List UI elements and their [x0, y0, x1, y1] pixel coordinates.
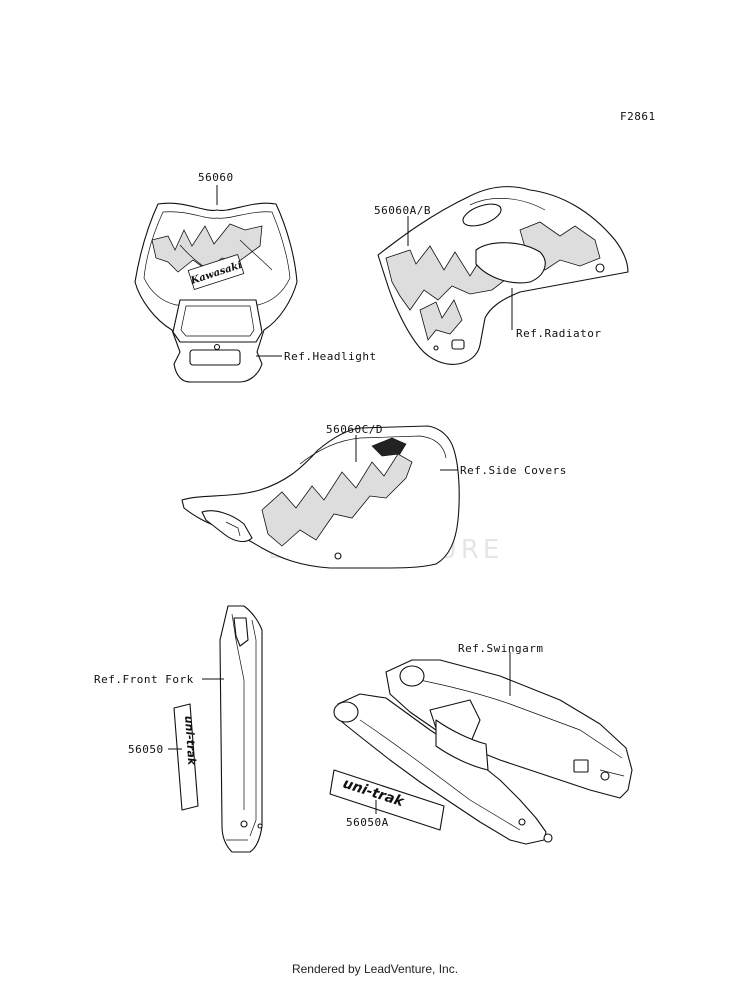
headlight-cowl: Kawasaki [134, 202, 298, 383]
callout-fork-ref: Ref.Front Fork [94, 673, 194, 686]
side-cover [181, 425, 460, 569]
callout-radiator-ref: Ref.Radiator [516, 327, 601, 340]
fork-sticker-text: uni-trak [182, 715, 198, 766]
callout-fork-decal: 56050 [128, 743, 164, 756]
footer-credit: Rendered by LeadVenture, Inc. [291, 962, 459, 976]
callout-radiator-decal: 56060A/B [374, 204, 431, 217]
callout-headlight-decal: 56060 [198, 171, 234, 184]
front-fork-guard [219, 605, 263, 853]
fork-sticker: uni-trak [173, 703, 199, 811]
swingarm [333, 659, 633, 845]
callout-sidecover-ref: Ref.Side Covers [460, 464, 567, 477]
callout-swingarm-decal: 56050A [346, 816, 389, 829]
figure-code: F2861 [620, 110, 656, 123]
radiator-shroud [377, 186, 629, 365]
callout-headlight-ref: Ref.Headlight [284, 350, 377, 363]
callout-swingarm-ref: Ref.Swingarm [458, 642, 543, 655]
callout-sidecover-decal: 56060C/D [326, 423, 383, 436]
